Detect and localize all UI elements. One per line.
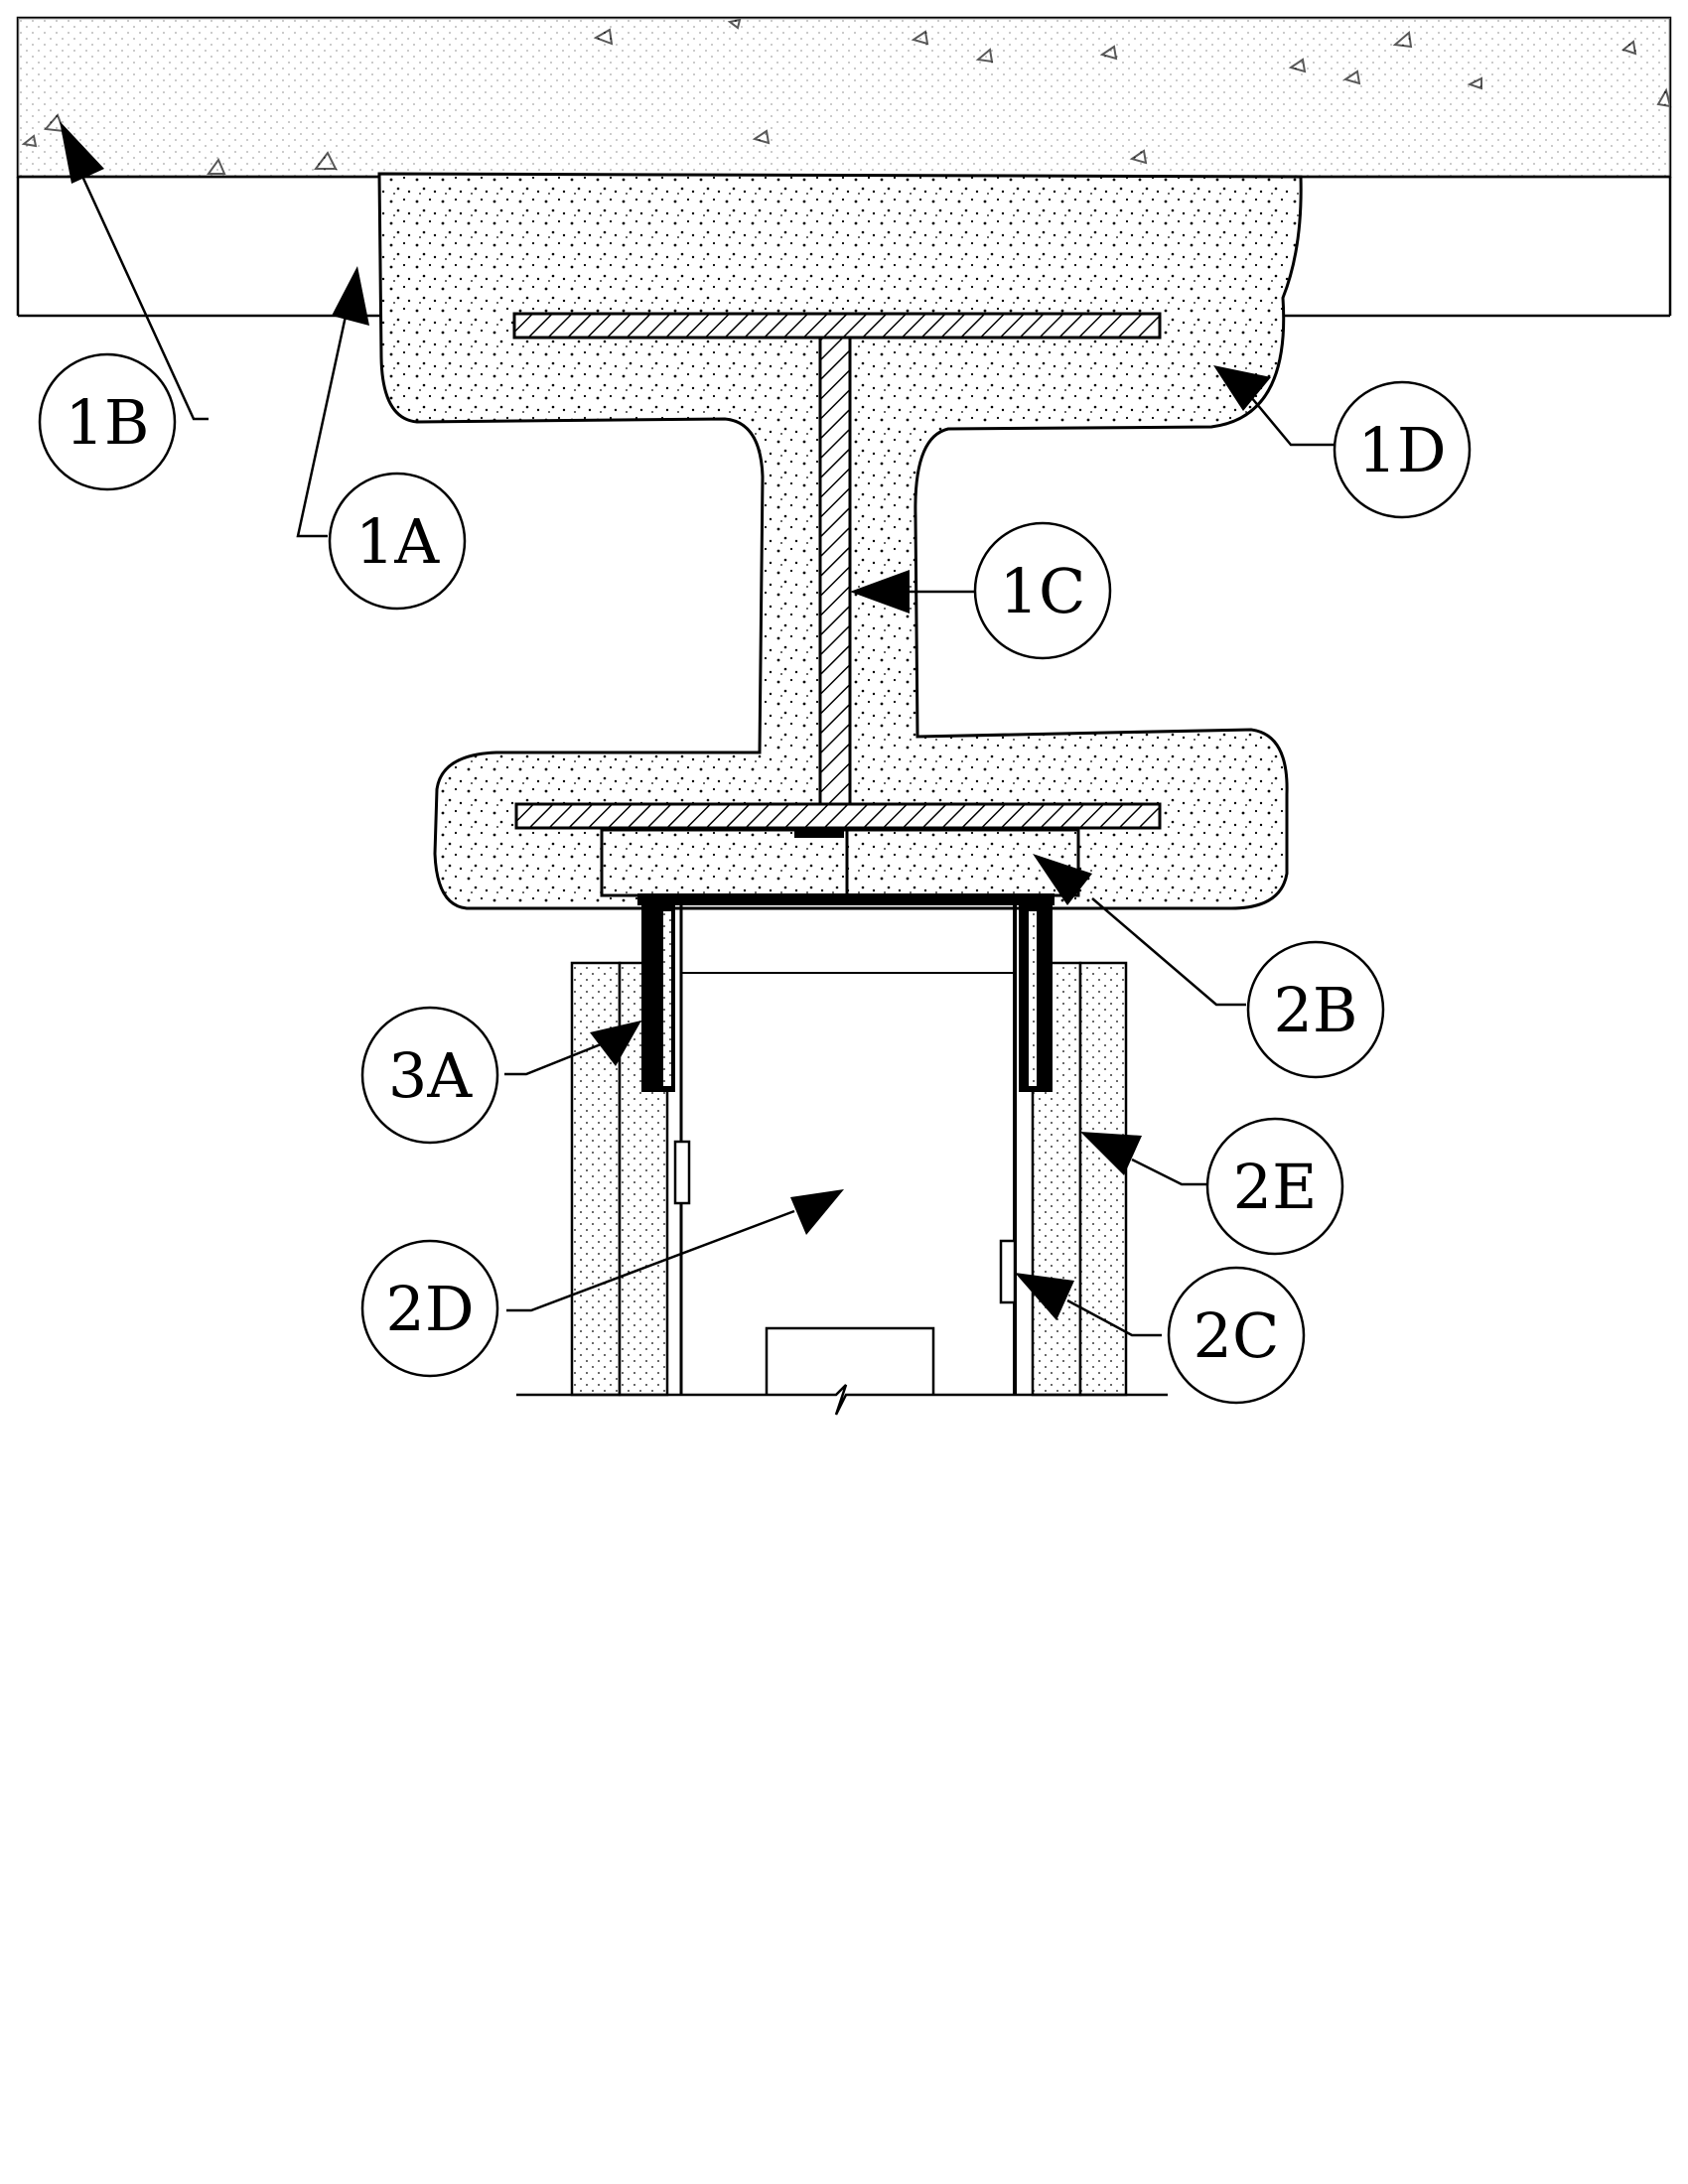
leader-2E — [1080, 1132, 1206, 1186]
steel-beam — [512, 312, 1162, 830]
callout-1A-label: 1A — [355, 505, 440, 578]
leader-1D — [1213, 365, 1336, 447]
callout-2E: 2E — [1205, 1117, 1344, 1256]
callout-2D-label: 2D — [385, 1273, 474, 1345]
callout-3A: 3A — [360, 1006, 499, 1145]
leader-1B — [60, 121, 209, 421]
leader-3A — [504, 1021, 641, 1076]
right-clip — [999, 1239, 1017, 1304]
top-flange — [512, 312, 1162, 340]
leader-2B — [1033, 854, 1246, 1007]
callout-2E-label: 2E — [1233, 1151, 1318, 1223]
web — [818, 336, 852, 806]
wall-assembly — [516, 905, 1168, 1416]
callout-1B: 1B — [38, 352, 177, 491]
ceiling-runner-block — [600, 828, 1080, 897]
callout-1B-label: 1B — [65, 386, 149, 459]
leaders — [60, 121, 1336, 1337]
leader-2D — [506, 1189, 844, 1312]
callout-1C: 1C — [973, 521, 1112, 660]
bottom-flange — [514, 802, 1162, 830]
callout-3A-label: 3A — [388, 1039, 473, 1112]
callout-2C-label: 2C — [1194, 1299, 1280, 1372]
callout-2C: 2C — [1167, 1266, 1306, 1405]
callout-2B: 2B — [1246, 940, 1385, 1079]
left-clip — [673, 1140, 691, 1205]
leader-1A — [296, 266, 369, 538]
callout-1C-label: 1C — [1000, 555, 1086, 627]
concrete-deck — [16, 16, 1672, 179]
callout-1D-label: 1D — [1357, 414, 1446, 486]
callout-bubbles: 1B 1A 1C 1D 2B 3A 2E 2D — [38, 352, 1472, 1405]
callout-1A: 1A — [328, 472, 467, 611]
callout-1D: 1D — [1333, 380, 1472, 519]
top-track — [637, 893, 1055, 905]
callout-2D: 2D — [360, 1239, 499, 1378]
callout-2B-label: 2B — [1273, 974, 1357, 1046]
right-outer-gypsum — [1078, 961, 1128, 1397]
leader-2C — [1015, 1273, 1162, 1337]
leader-1C — [850, 570, 978, 614]
